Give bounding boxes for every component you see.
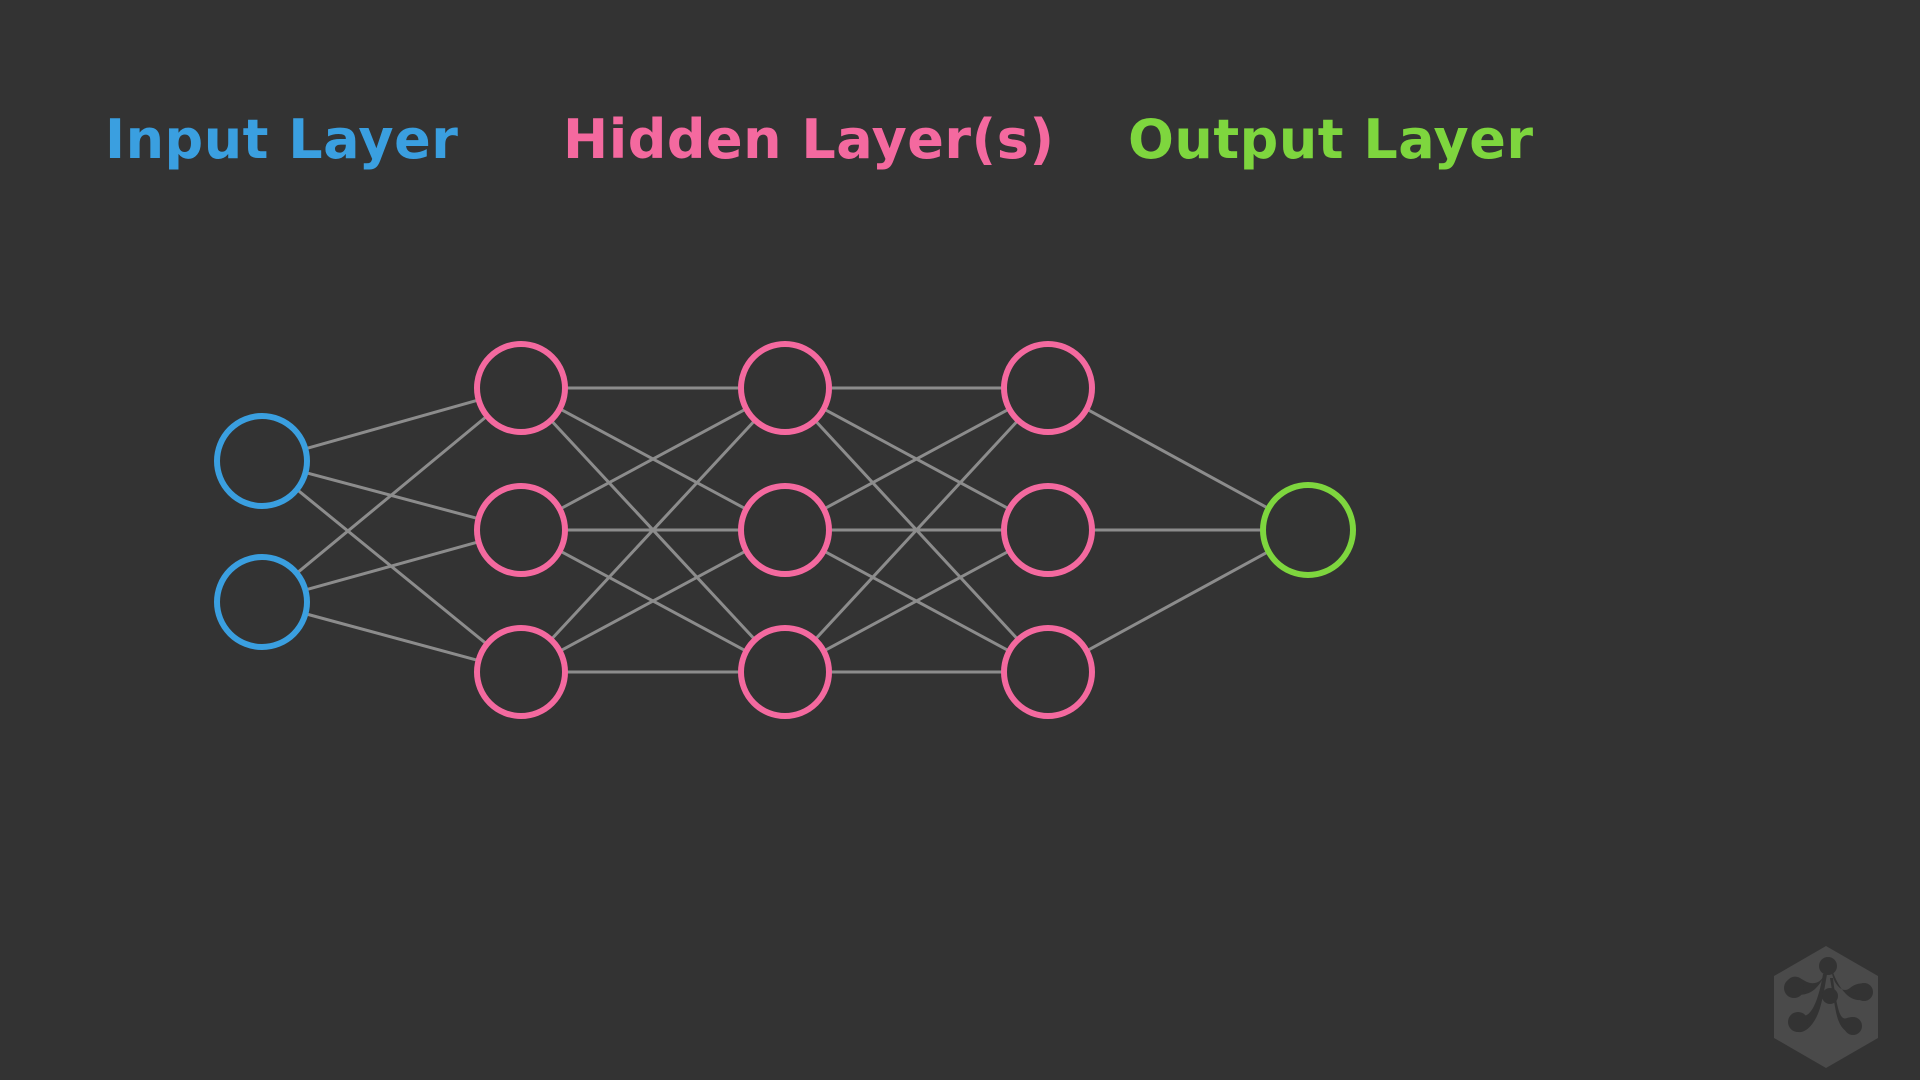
input-node (214, 554, 310, 650)
hidden-node (738, 341, 832, 435)
input-node (214, 413, 310, 509)
hidden-node (738, 483, 832, 577)
hidden-node (738, 625, 832, 719)
node-interior (1004, 344, 1092, 432)
output-node (1260, 482, 1356, 578)
node-interior (741, 344, 829, 432)
node-interior (741, 628, 829, 716)
hidden-node (1001, 625, 1095, 719)
output-layer-label: Output Layer (1128, 108, 1534, 171)
node-interior (477, 486, 565, 574)
node-interior (477, 628, 565, 716)
hidden-node (1001, 483, 1095, 577)
hidden-node (1001, 341, 1095, 435)
connection-edge (823, 549, 1010, 653)
hidden-node (474, 483, 568, 577)
hidden-node (474, 341, 568, 435)
connection-edge (305, 612, 479, 662)
connection-edge (549, 419, 757, 641)
node-interior (477, 344, 565, 432)
connection-edge (559, 407, 747, 511)
hidden-layer-label: Hidden Layer(s) (563, 108, 1055, 171)
edges-group (295, 386, 1270, 674)
node-interior (1263, 485, 1353, 575)
node-interior (1004, 628, 1092, 716)
node-interior (217, 557, 307, 647)
connection-edge (1085, 407, 1270, 510)
node-interior (217, 416, 307, 506)
nodes-group (214, 341, 1356, 719)
connection-edge (559, 549, 747, 653)
input-layer-label: Input Layer (105, 108, 459, 171)
node-interior (741, 486, 829, 574)
connection-edge (295, 414, 489, 575)
hidden-node (474, 625, 568, 719)
node-interior (1004, 486, 1092, 574)
connection-edge (813, 419, 1020, 641)
connection-edge (823, 407, 1010, 511)
connection-edge (304, 398, 480, 451)
connection-edge (1085, 550, 1270, 653)
connection-edge (304, 540, 480, 592)
